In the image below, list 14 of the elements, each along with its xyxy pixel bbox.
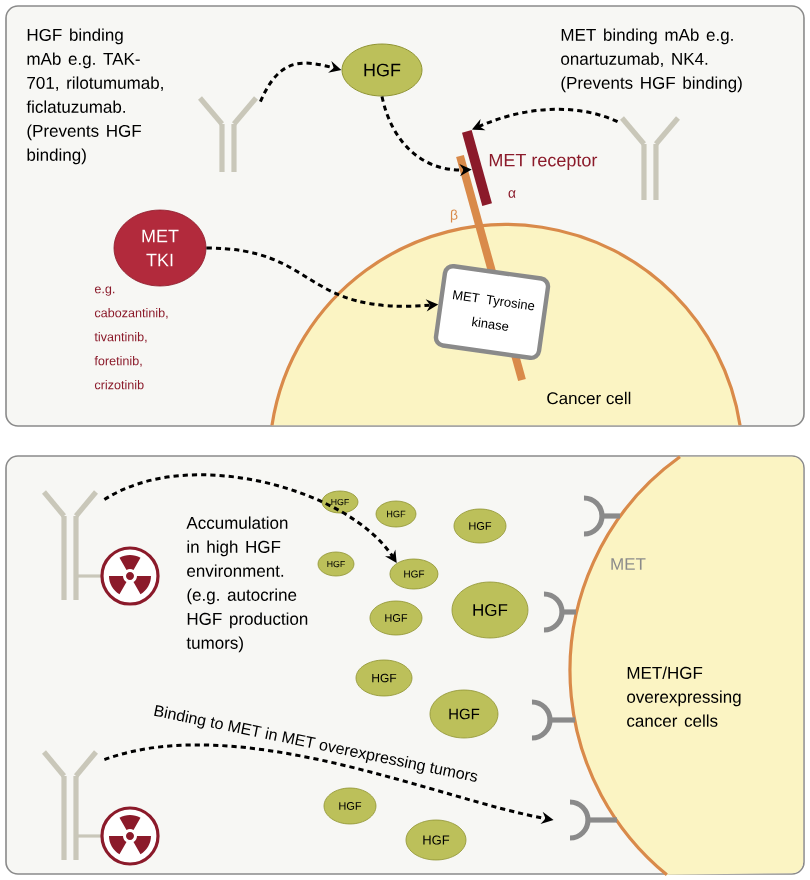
receptor-drawing — [543, 591, 576, 633]
receptor-drawing — [531, 699, 575, 741]
receptor-label: MET — [611, 558, 646, 570]
receptor-label: MET receptor — [489, 153, 598, 171]
annotation-text: Accumulation in high HGF environment. (e.g. autocrine HGF production tumors) — [186, 516, 308, 653]
radiolabeled-antibody-drawing — [42, 750, 160, 866]
annotation-text: MET binding mAb e.g. onartuzumab, NK4. (Prevents HGF binding) — [561, 28, 742, 93]
receptor-drawing — [569, 799, 617, 841]
receptor-drawing — [462, 130, 492, 206]
receptor-drawing — [583, 495, 620, 537]
antibody-drawing — [620, 116, 680, 200]
antibody-drawing — [198, 96, 258, 172]
annotation-text: HGF binding mAb e.g. TAK-701, rilotumumab, ficlatuzumab. (Prevents HGF binding) — [26, 28, 163, 165]
radiolabeled-antibody-drawing — [42, 490, 160, 606]
